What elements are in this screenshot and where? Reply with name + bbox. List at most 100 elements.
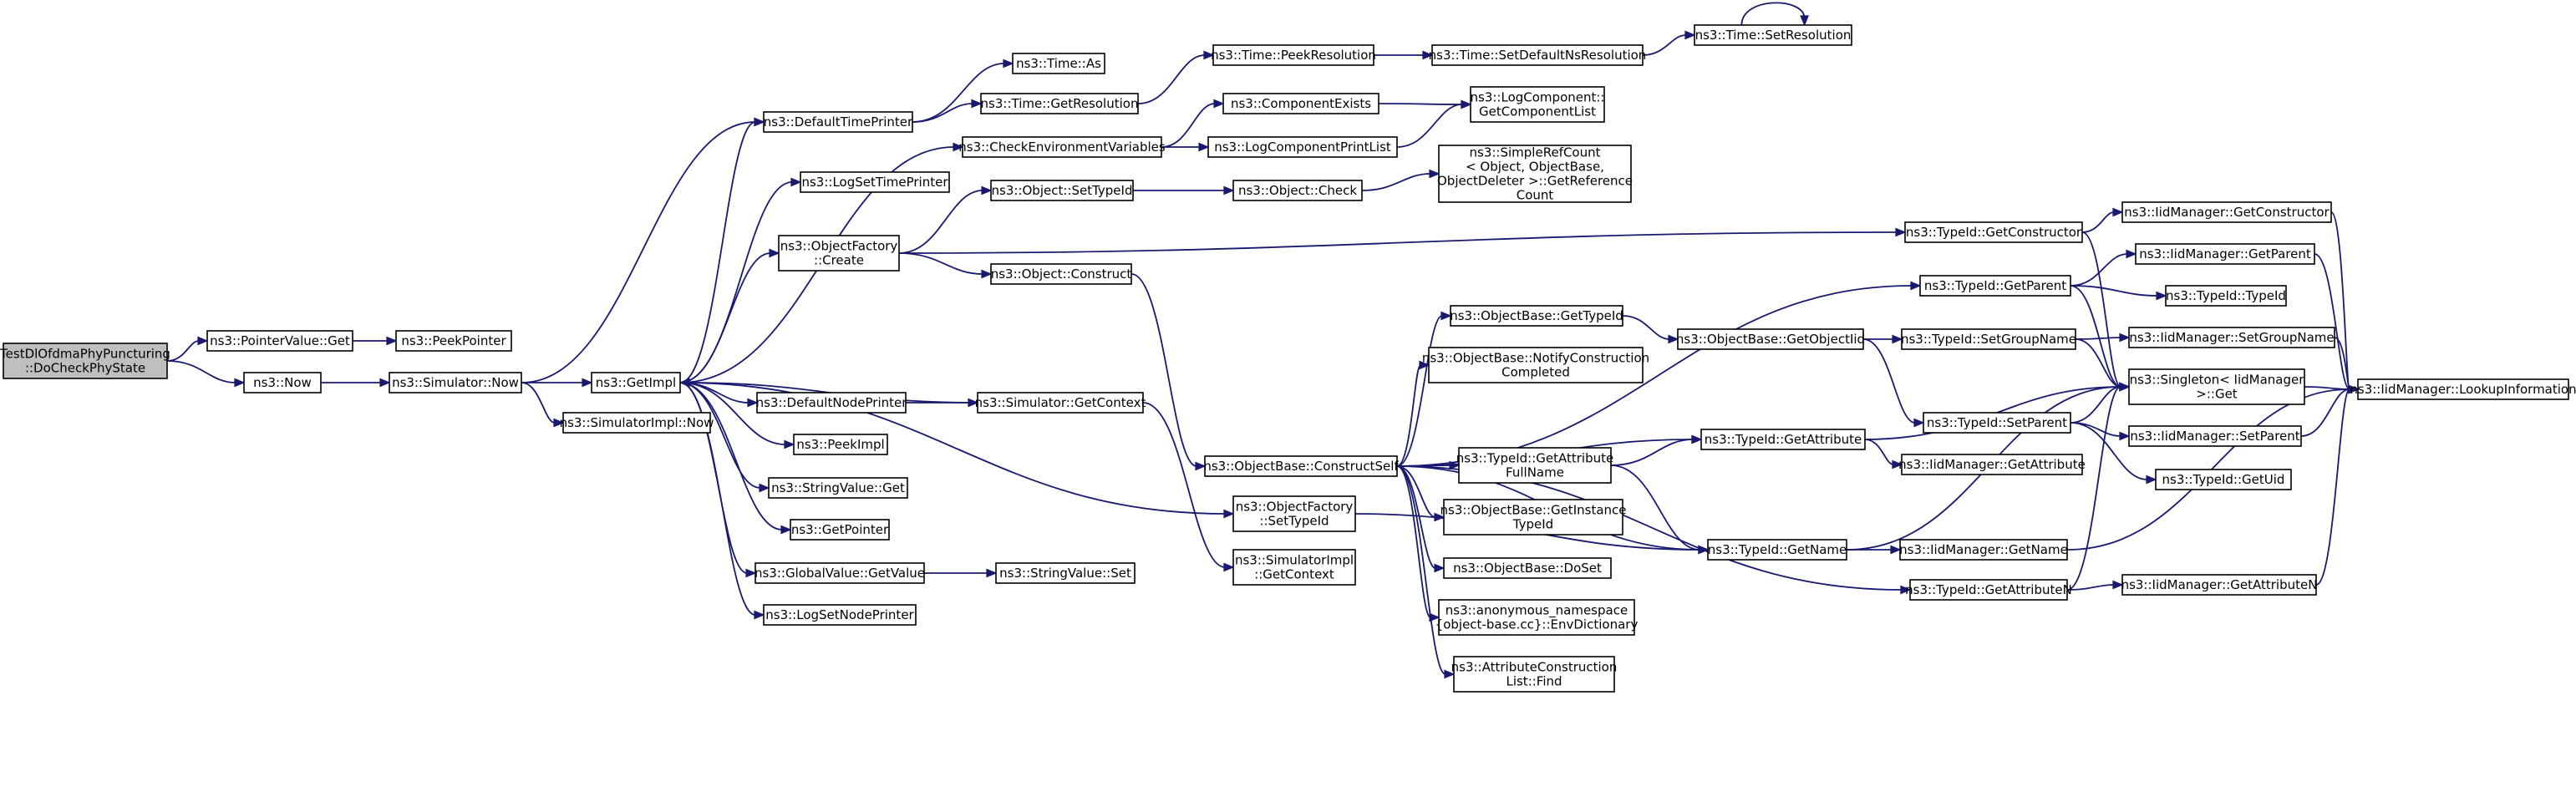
arrow-head-icon — [780, 525, 792, 535]
call-edge-gvget-to-svset — [924, 568, 998, 578]
node-tidtid[interactable]: ns3::TypeId::TypeId — [2165, 285, 2287, 307]
node-box — [1431, 44, 1644, 66]
node-svset[interactable]: ns3::StringValue::Set — [995, 562, 1136, 584]
node-box — [1677, 328, 1864, 350]
edge-line — [912, 63, 1005, 123]
node-now[interactable]: ns3::Now — [243, 372, 322, 393]
node-label: ns3::GetImpl — [596, 375, 676, 390]
call-edge-deftp-to-getres — [912, 99, 983, 123]
node-obdoset[interactable]: ns3::ObjectBase::DoSet — [1443, 557, 1612, 579]
node-obgetoid[interactable]: ns3::ObjectBase::GetObjectIid — [1676, 328, 1865, 350]
node-iidgetname[interactable]: ns3::IidManager::GetName — [1899, 539, 2068, 561]
arrow-head-icon — [953, 142, 964, 152]
edge-line — [2314, 253, 2350, 390]
arrow-head-icon — [2119, 333, 2131, 343]
node-iidgetparent[interactable]: ns3::IidManager::GetParent — [2135, 243, 2315, 265]
node-label: ns3::Time::SetDefaultNsResolution — [1429, 48, 1647, 63]
node-peekres[interactable]: ns3::Time::PeekResolution — [1211, 44, 1376, 66]
node-iidgetctor[interactable]: ns3::IidManager::GetConstructor — [2121, 201, 2332, 223]
node-lookup[interactable]: ns3::IidManager::LookupInformation — [2350, 378, 2576, 400]
edge-line — [1864, 439, 1894, 465]
call-edge-tidgetparent-to-tidtid — [2070, 285, 2167, 301]
call-edge-tidgetctor-to-iidgetctor — [2081, 207, 2124, 233]
node-box — [243, 372, 322, 393]
node-logsettp[interactable]: ns3::LogSetTimePrinter — [800, 171, 950, 193]
node-box — [1901, 328, 2076, 350]
edge-line — [2330, 211, 2350, 390]
call-edge-getimpl-to-logsettp — [679, 177, 802, 383]
node-objfcreate[interactable]: ns3::ObjectFactory::Create — [778, 235, 900, 272]
node-tidsetparent[interactable]: ns3::TypeId::SetParent — [1923, 412, 2071, 434]
node-simimplctx[interactable]: ns3::SimulatorImpl::GetContext — [1232, 549, 1356, 586]
node-tidgetparent[interactable]: ns3::TypeId::GetParent — [1919, 275, 2071, 297]
arrow-head-icon — [2112, 207, 2124, 217]
node-pvget[interactable]: ns3::PointerValue::Get — [206, 330, 353, 352]
call-edge-getres-to-peekres — [1137, 50, 1215, 104]
node-simimplnow[interactable]: ns3::SimulatorImpl::Now — [560, 412, 714, 434]
node-defnp[interactable]: ns3::DefaultNodePrinter — [756, 392, 908, 414]
node-logcomplist[interactable]: ns3::LogComponent::GetComponentList — [1470, 86, 1605, 123]
node-simpleref[interactable]: ns3::SimpleRefCount< Object, ObjectBase,… — [1437, 145, 1633, 203]
node-box — [1438, 599, 1635, 636]
node-label: ns3::DefaultTimePrinter — [764, 114, 913, 129]
node-setres[interactable]: ns3::Time::SetResolution — [1694, 24, 1852, 46]
node-label: ns3::TypeId::GetUid — [2162, 472, 2285, 487]
node-simnow[interactable]: ns3::Simulator::Now — [389, 372, 522, 393]
node-label: ns3::ObjectFactory — [1236, 499, 1354, 514]
node-getimpl[interactable]: ns3::GetImpl — [591, 372, 681, 393]
call-edge-simnow-to-simimplnow — [521, 382, 565, 428]
node-iidgetattr[interactable]: ns3::IidManager::GetAttribute — [1898, 454, 2086, 475]
node-compexists[interactable]: ns3::ComponentExists — [1222, 93, 1379, 114]
node-tidgetuid[interactable]: ns3::TypeId::GetUid — [2155, 469, 2292, 490]
call-edge-simnow-to-deftp — [521, 117, 765, 383]
node-logprintlist[interactable]: ns3::LogComponentPrintList — [1207, 136, 1398, 158]
node-box — [763, 111, 913, 133]
node-envdict[interactable]: ns3::anonymous_namespace{object-base.cc}… — [1435, 599, 1639, 636]
node-getres[interactable]: ns3::Time::GetResolution — [980, 93, 1139, 114]
arrow-head-icon — [1203, 50, 1215, 60]
node-box — [995, 562, 1136, 584]
node-box — [1012, 53, 1105, 74]
node-timeas[interactable]: ns3::Time::As — [1012, 53, 1105, 74]
node-peekptr[interactable]: ns3::PeekPointer — [395, 330, 512, 352]
node-box — [2357, 378, 2569, 400]
arrow-head-icon — [1698, 545, 1710, 555]
node-box — [1453, 656, 1615, 693]
node-tidgetname[interactable]: ns3::TypeId::GetName — [1707, 539, 1847, 561]
node-objfsettid[interactable]: ns3::ObjectFactory::SetTypeId — [1232, 495, 1356, 532]
node-peekimpl[interactable]: ns3::PeekImpl — [793, 434, 888, 455]
node-svget[interactable]: ns3::StringValue::Get — [768, 477, 908, 499]
arrow-head-icon — [1913, 418, 1925, 428]
node-obnotify[interactable]: ns3::ObjectBase::NotifyConstructionCompl… — [1422, 347, 1649, 383]
node-objsettid[interactable]: ns3::Object::SetTypeId — [990, 180, 1134, 201]
node-iidsetparent[interactable]: ns3::IidManager::SetParent — [2128, 425, 2302, 447]
node-checkenv[interactable]: ns3::CheckEnvironmentVariables — [958, 136, 1166, 158]
node-objconstruct[interactable]: ns3::Object::Construct — [990, 263, 1132, 285]
node-root[interactable]: TestDlOfdmaPhyPuncturing::DoCheckPhyStat… — [0, 343, 170, 379]
node-obcs[interactable]: ns3::ObjectBase::ConstructSelf — [1203, 455, 1399, 477]
node-gvget[interactable]: ns3::GlobalValue::GetValue — [755, 562, 925, 584]
node-iidgetattrn[interactable]: ns3::IidManager::GetAttributeN — [2121, 574, 2318, 596]
call-edge-logprintlist-to-logcomplist — [1396, 99, 1472, 148]
node-label: ns3::Time::SetResolution — [1695, 28, 1852, 43]
node-box — [980, 93, 1139, 114]
node-singleton[interactable]: ns3::Singleton< IidManager>::Get — [2128, 368, 2305, 405]
node-tidgetattrn[interactable]: ns3::TypeId::GetAttributeN — [1905, 579, 2072, 601]
node-obgettid[interactable]: ns3::ObjectBase::GetTypeId — [1450, 305, 1623, 327]
node-simgetctx[interactable]: ns3::Simulator::GetContext — [975, 392, 1146, 414]
arrow-head-icon — [1895, 227, 1907, 237]
node-tidgetattr[interactable]: ns3::TypeId::GetAttribute — [1700, 429, 1866, 450]
node-tidsetgroup[interactable]: ns3::TypeId::SetGroupName — [1901, 328, 2076, 350]
node-iidsetgroup[interactable]: ns3::IidManager::SetGroupName — [2128, 327, 2335, 348]
node-deftp[interactable]: ns3::DefaultTimePrinter — [763, 111, 913, 133]
node-label: {object-base.cc}::EnvDictionary — [1435, 617, 1639, 632]
node-tidgetctor[interactable]: ns3::TypeId::GetConstructor — [1904, 221, 2083, 243]
node-logsetnp[interactable]: ns3::LogSetNodePrinter — [763, 604, 917, 626]
node-objcheck[interactable]: ns3::Object::Check — [1232, 180, 1363, 201]
node-setdefns[interactable]: ns3::Time::SetDefaultNsResolution — [1429, 44, 1647, 66]
call-edge-pvget-to-peekptr — [353, 336, 398, 346]
node-getptr[interactable]: ns3::GetPointer — [790, 519, 890, 541]
